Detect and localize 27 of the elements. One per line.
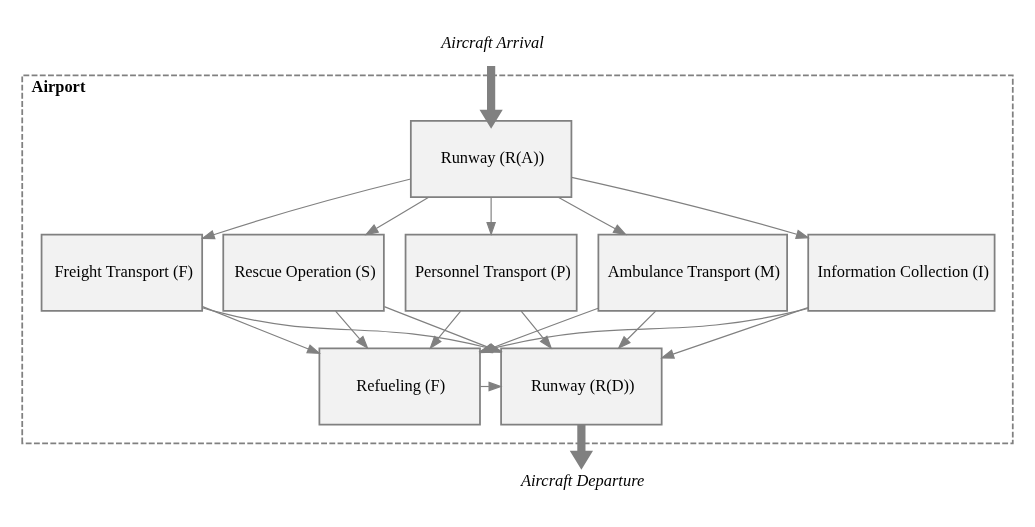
arrow	[478, 307, 599, 353]
arrow	[557, 196, 628, 235]
arrow	[335, 309, 369, 349]
node-box: Ambulance Transport (M)	[597, 233, 788, 312]
arrow	[486, 196, 497, 236]
arrow	[660, 306, 809, 359]
node-box: Freight Transport (F)	[40, 233, 204, 312]
arrow	[202, 305, 322, 354]
arrow	[429, 309, 462, 349]
arrow	[478, 307, 809, 353]
node-box: Information Collection (I)	[807, 233, 996, 312]
arrow	[569, 424, 594, 470]
arrow	[364, 196, 430, 235]
node-box: Rescue Operation (S)	[222, 233, 385, 312]
node-text: Aircraft Departure	[521, 470, 645, 490]
arrow	[479, 65, 503, 129]
arrow	[617, 309, 657, 349]
arrow	[200, 177, 412, 239]
node-text: Aircraft Arrival	[441, 32, 544, 52]
arrow	[201, 306, 503, 353]
node-box: Runway (R(A))	[409, 119, 573, 198]
arrow	[383, 305, 503, 353]
arrow	[571, 176, 810, 239]
arrow	[520, 309, 553, 349]
node-box: Runway (R(D))	[500, 347, 663, 425]
node-box: Refueling (F)	[318, 347, 481, 425]
node-box: Personnel Transport (P)	[404, 233, 578, 312]
